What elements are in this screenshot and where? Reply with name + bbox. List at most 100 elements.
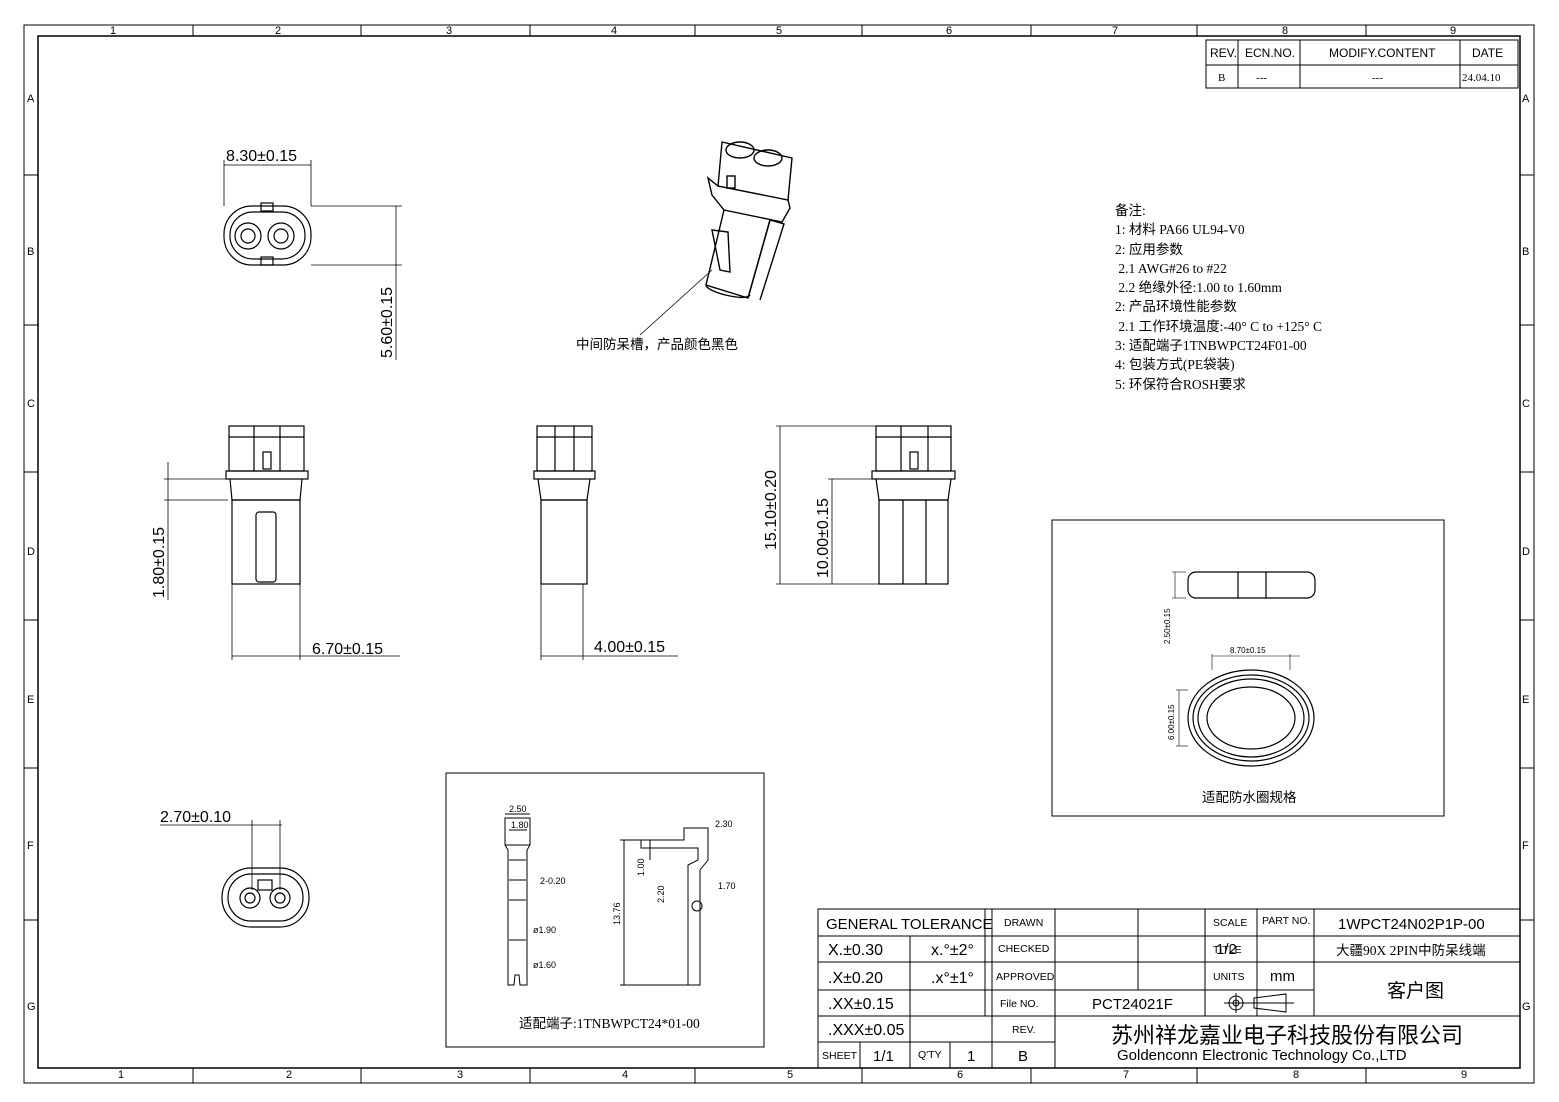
seal-dim-thickness: 2.50±0.15	[1163, 608, 1172, 644]
isometric-view	[705, 141, 793, 301]
col-label-bottom: 1	[118, 1069, 124, 1081]
checked-label: CHECKED	[998, 943, 1050, 955]
front-dims	[223, 160, 402, 360]
col-label-top: 7	[1112, 25, 1118, 37]
company-name-en: Goldenconn Electronic Technology Co.,LTD	[1117, 1047, 1407, 1064]
date-value: 24.04.10	[1462, 72, 1501, 84]
col-label-bottom: 7	[1123, 1069, 1129, 1081]
seal-caption: 适配防水圈规格	[1202, 790, 1297, 805]
side-view-1-dims	[164, 462, 400, 660]
col-label-bottom: 5	[787, 1069, 793, 1081]
side-view-2-dims	[540, 584, 678, 660]
dim-side-width: 6.70±0.15	[312, 641, 383, 658]
inner-frame	[37, 35, 1521, 1069]
company-name-cn: 苏州祥龙嘉业电子科技股份有限公司	[1111, 1023, 1463, 1048]
terminal-detail-box	[445, 772, 765, 1048]
title-block-grid	[817, 908, 1521, 1069]
groove-callout: 中间防呆槽，产品颜色黑色	[576, 336, 738, 352]
sheet-label: SHEET	[822, 1050, 858, 1062]
scale-value: 1/2	[1216, 941, 1237, 958]
note-line: 2.2 绝缘外径:1.00 to 1.60mm	[1115, 280, 1282, 296]
part-no-label: PART NO.	[1262, 915, 1310, 927]
term-dim: 1.70	[718, 881, 736, 891]
term-dim: 2-0.20	[540, 876, 566, 886]
tol-angle-0: x.°±2°	[931, 942, 974, 959]
side-view-3	[871, 425, 956, 585]
col-label-top: 8	[1282, 25, 1288, 37]
revision-table	[1205, 39, 1519, 89]
drawing-title: 大疆90X 2PIN中防呆线端	[1336, 943, 1486, 958]
dim-front-height: 5.60±0.15	[379, 287, 396, 358]
col-label-bottom: 2	[286, 1069, 292, 1081]
terminal-drawing	[504, 813, 709, 986]
seal-dim-height: 6.00±0.15	[1167, 704, 1176, 740]
tol-linear-1: .X±0.20	[828, 970, 883, 987]
col-label-top: 1	[110, 25, 116, 37]
col-label-top: 9	[1450, 25, 1456, 37]
rev-header: REV.	[1210, 46, 1237, 60]
note-line: 2: 应用参数	[1115, 241, 1183, 257]
note-line: 3: 适配端子1TNBWPCT24F01-00	[1115, 338, 1307, 354]
col-label-bottom: 6	[957, 1069, 963, 1081]
dim-pitch: 2.70±0.10	[160, 809, 231, 826]
units-value: mm	[1270, 968, 1295, 985]
col-label-top: 6	[946, 25, 952, 37]
row-label-left: D	[27, 546, 35, 558]
qty-label: Q'TY	[918, 1049, 942, 1061]
tol-linear-3: .XXX±0.05	[828, 1022, 904, 1039]
rev-value: B	[1218, 72, 1225, 84]
rev-value-tb: B	[1018, 1048, 1028, 1065]
rear-dims	[160, 820, 282, 890]
leader-line	[639, 269, 713, 336]
term-dim: 2.20	[656, 885, 666, 903]
general-tolerance-title: GENERAL TOLERANCE	[826, 916, 992, 933]
modify-value: ---	[1372, 72, 1383, 84]
tol-angle-1: .x°±1°	[931, 970, 974, 987]
qty-value: 1	[967, 1048, 975, 1065]
row-label-left: F	[27, 840, 34, 852]
col-label-top: 2	[275, 25, 281, 37]
row-label-right: C	[1522, 398, 1530, 410]
note-line: 4: 包装方式(PE袋装)	[1115, 357, 1235, 373]
outer-frame	[23, 24, 1535, 1084]
row-label-left: G	[27, 1001, 36, 1013]
dim-front-width: 8.30±0.15	[226, 148, 297, 165]
rear-view	[221, 867, 310, 928]
side-view-1	[225, 425, 309, 585]
seal-drawing	[1187, 571, 1316, 767]
row-label-right: E	[1522, 694, 1529, 706]
row-label-right: B	[1522, 246, 1529, 258]
col-label-bottom: 3	[457, 1069, 463, 1081]
part-no-value: 1WPCT24N02P1P-00	[1338, 916, 1485, 933]
front-view	[223, 202, 312, 266]
dim-side2-width: 4.00±0.15	[594, 639, 665, 656]
projection-symbol-icon	[1224, 993, 1294, 1013]
col-label-bottom: 4	[622, 1069, 628, 1081]
seal-dim-width: 8.70±0.15	[1230, 646, 1266, 655]
ecn-value: ---	[1256, 72, 1267, 84]
dim-total-length: 15.10±0.20	[763, 470, 780, 550]
tol-linear-0: X.±0.30	[828, 942, 883, 959]
drawn-label: DRAWN	[1004, 917, 1043, 929]
term-dim: 1.80	[511, 820, 529, 830]
term-dim: 1.00	[636, 858, 646, 876]
row-label-left: E	[27, 694, 34, 706]
row-label-right: A	[1522, 93, 1530, 105]
side-view-2	[533, 425, 596, 585]
terminal-caption: 适配端子:1TNBWPCT24*01-00	[519, 1016, 700, 1031]
row-label-right: G	[1522, 1001, 1531, 1013]
date-header: DATE	[1472, 46, 1503, 60]
units-label-alt: TITLE	[1213, 944, 1242, 956]
term-dim: ø1.60	[533, 960, 556, 970]
col-label-bottom: 9	[1461, 1069, 1467, 1081]
term-dim: ø1.90	[533, 925, 556, 935]
approved-label: APPROVED	[996, 971, 1055, 983]
note-line: 2.1 工作环境温度:-40° C to +125° C	[1115, 318, 1323, 334]
file-no-value: PCT24021F	[1092, 996, 1173, 1013]
customer-drawing-label: 客户图	[1387, 980, 1444, 1002]
seal-detail-box	[1051, 519, 1445, 817]
zone-ticks	[24, 25, 1534, 1083]
dim-flange: 1.80±0.15	[151, 527, 168, 598]
term-dim: 13.76	[612, 902, 622, 925]
